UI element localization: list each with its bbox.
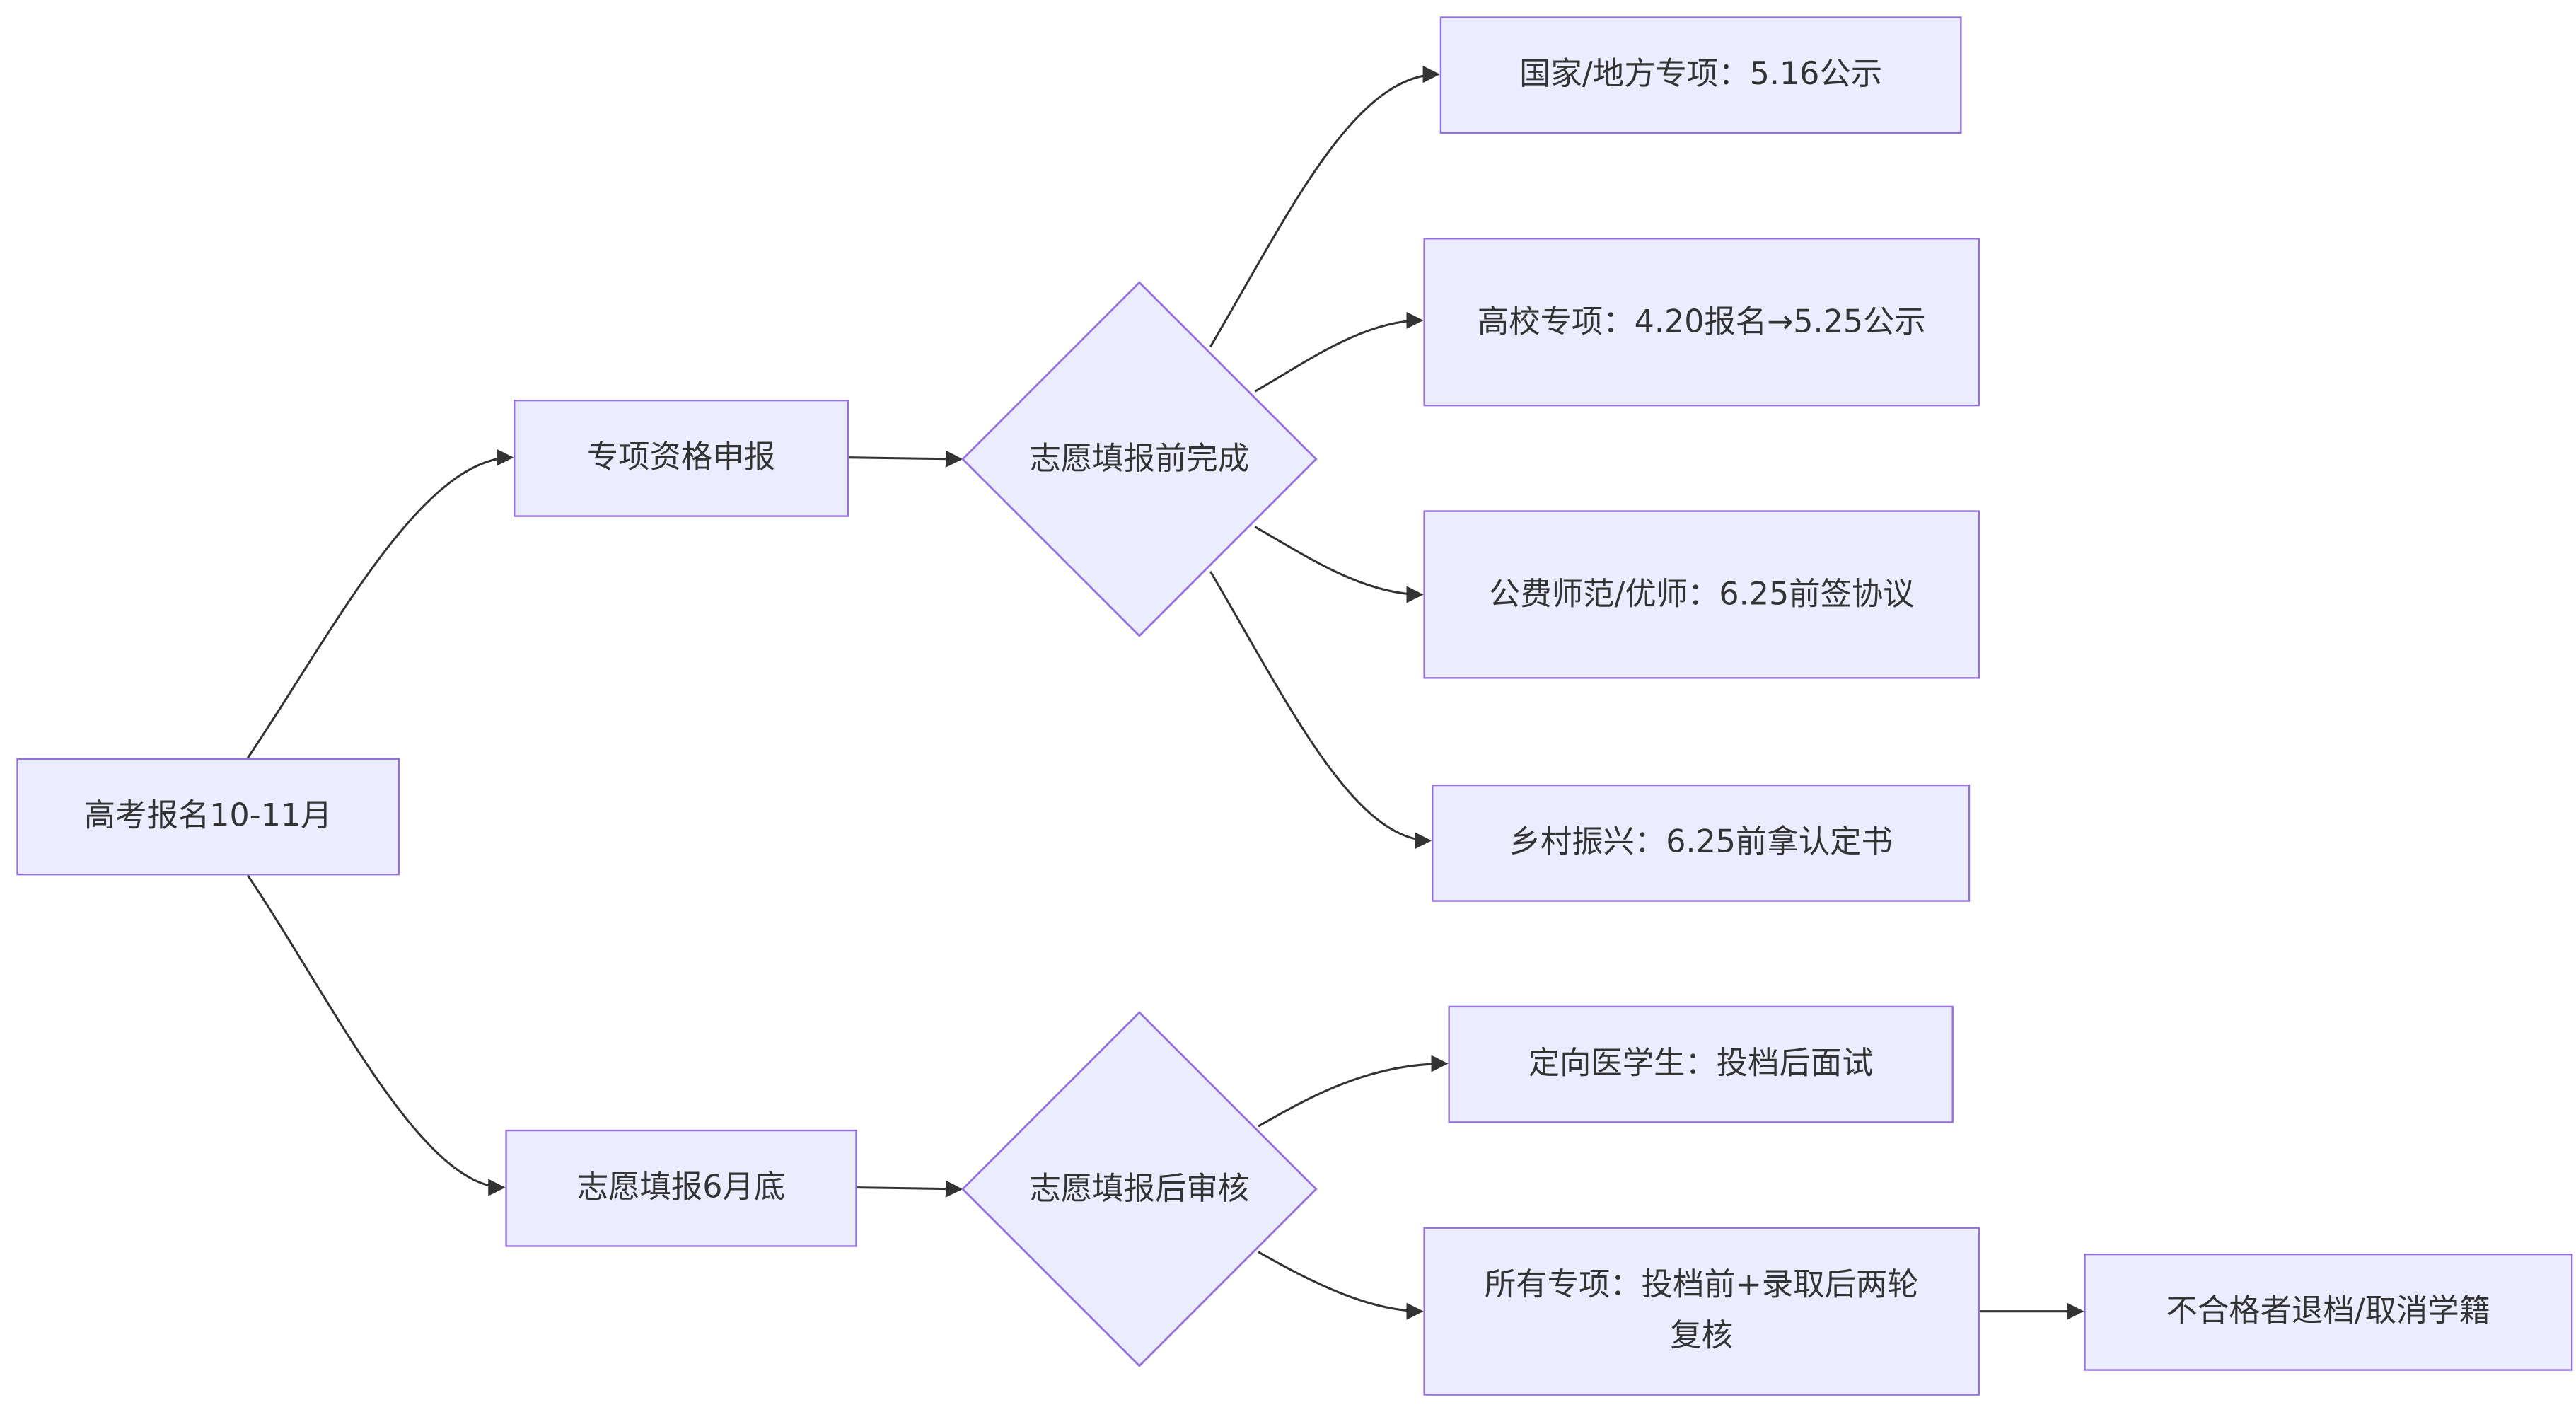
edge-before-fill-to-rural [1209, 571, 1432, 850]
edge-before-fill-to-national [1209, 65, 1440, 348]
edge-before-fill-to-normal [1254, 526, 1424, 603]
node-medical-students: 定向医学生：投档后面试 [1448, 1005, 1954, 1123]
node-unqualified: 不合格者退档/取消学籍 [2084, 1253, 2573, 1371]
node-after-fill-label: 志愿填报后审核 [1029, 1170, 1250, 1207]
node-qualification-application: 专项资格申报 [514, 399, 849, 517]
edge-gaokao-to-qualification [246, 449, 514, 759]
node-all-special-review: 所有专项：投档前+录取后两轮复核 [1423, 1227, 1980, 1396]
node-before-fill-label: 志愿填报前完成 [1029, 440, 1250, 477]
edge-after-fill-to-medical [1258, 1055, 1449, 1128]
node-national-local-special: 国家/地方专项：5.16公示 [1439, 16, 1962, 134]
edge-qualification-to-before-fill [848, 450, 963, 468]
node-fill-june: 志愿填报6月底 [505, 1129, 857, 1247]
edge-gaokao-to-fill-june [246, 874, 506, 1196]
node-college-special: 高校专项：4.20报名→5.25公示 [1423, 238, 1980, 407]
after-fill-diamond [961, 1011, 1318, 1367]
before-fill-diamond [961, 281, 1318, 637]
edge-fill-june-to-after-fill [857, 1180, 963, 1198]
edge-before-fill-to-college [1254, 311, 1424, 393]
edge-after-fill-to-all-special [1258, 1251, 1424, 1320]
node-rural-revitalization: 乡村振兴：6.25前拿认定书 [1432, 784, 1971, 902]
node-gaokao-registration: 高考报名10-11月 [16, 758, 400, 876]
node-public-normal: 公费师范/优师：6.25前签协议 [1423, 510, 1980, 679]
